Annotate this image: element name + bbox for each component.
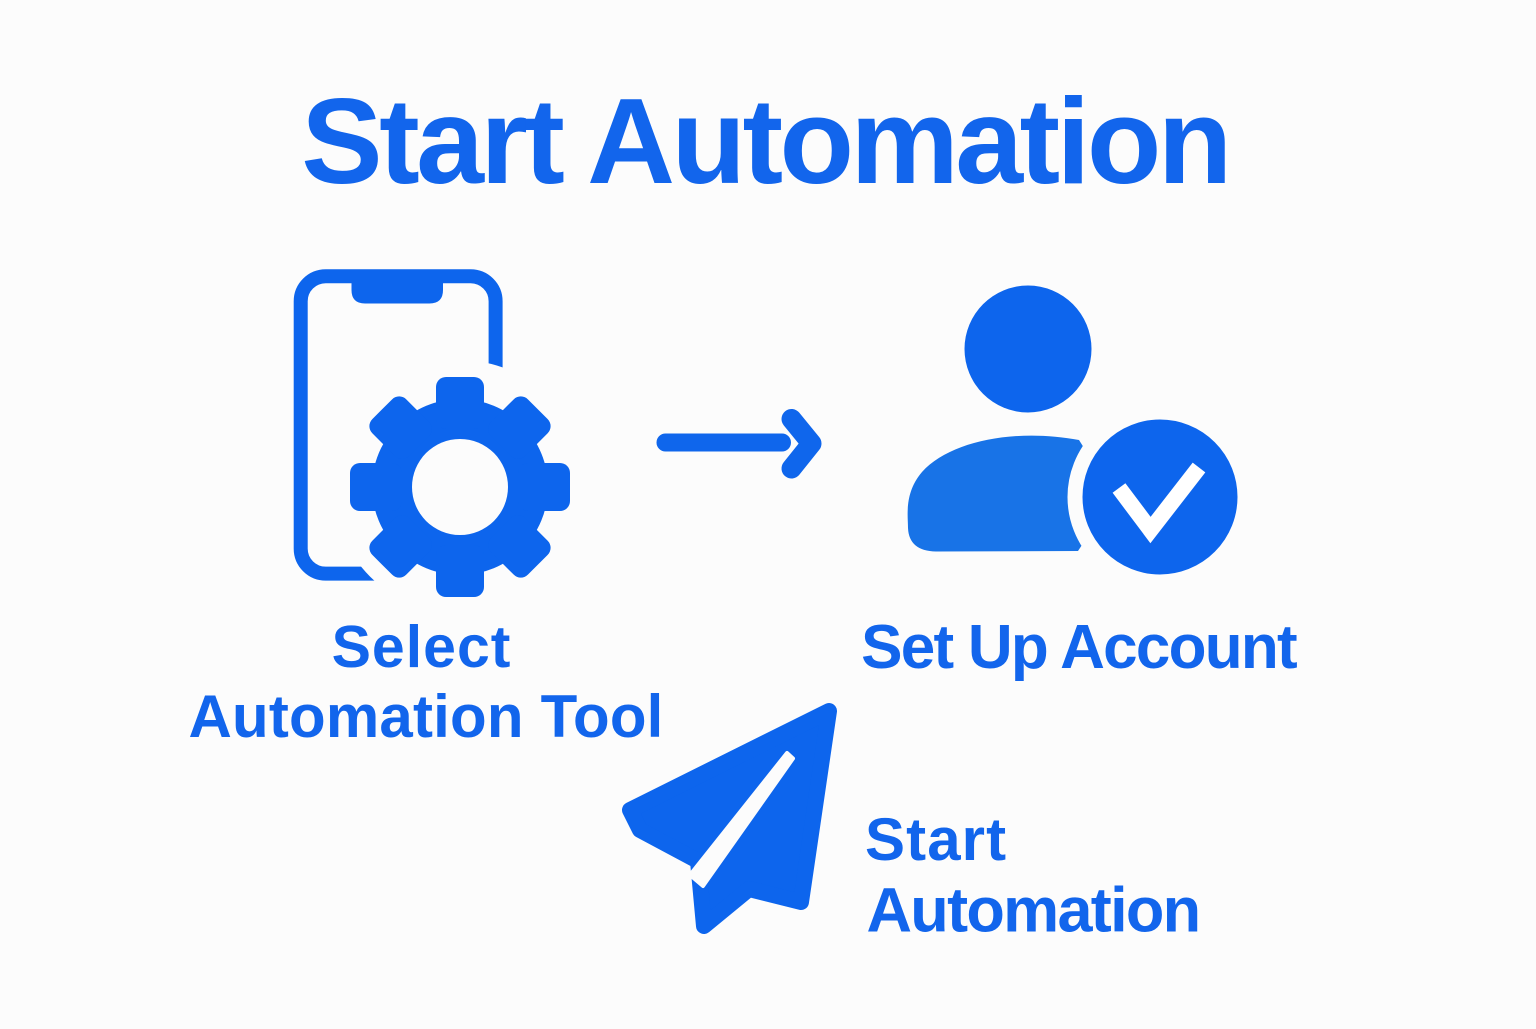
svg-text:Start: Start bbox=[865, 806, 1007, 873]
svg-text:Select: Select bbox=[332, 614, 512, 680]
svg-text:Start Automation: Start Automation bbox=[301, 73, 1228, 209]
svg-text:Set Up Account: Set Up Account bbox=[861, 613, 1297, 682]
svg-text:Automation Tool: Automation Tool bbox=[188, 683, 663, 750]
svg-text:Automation: Automation bbox=[867, 876, 1200, 946]
